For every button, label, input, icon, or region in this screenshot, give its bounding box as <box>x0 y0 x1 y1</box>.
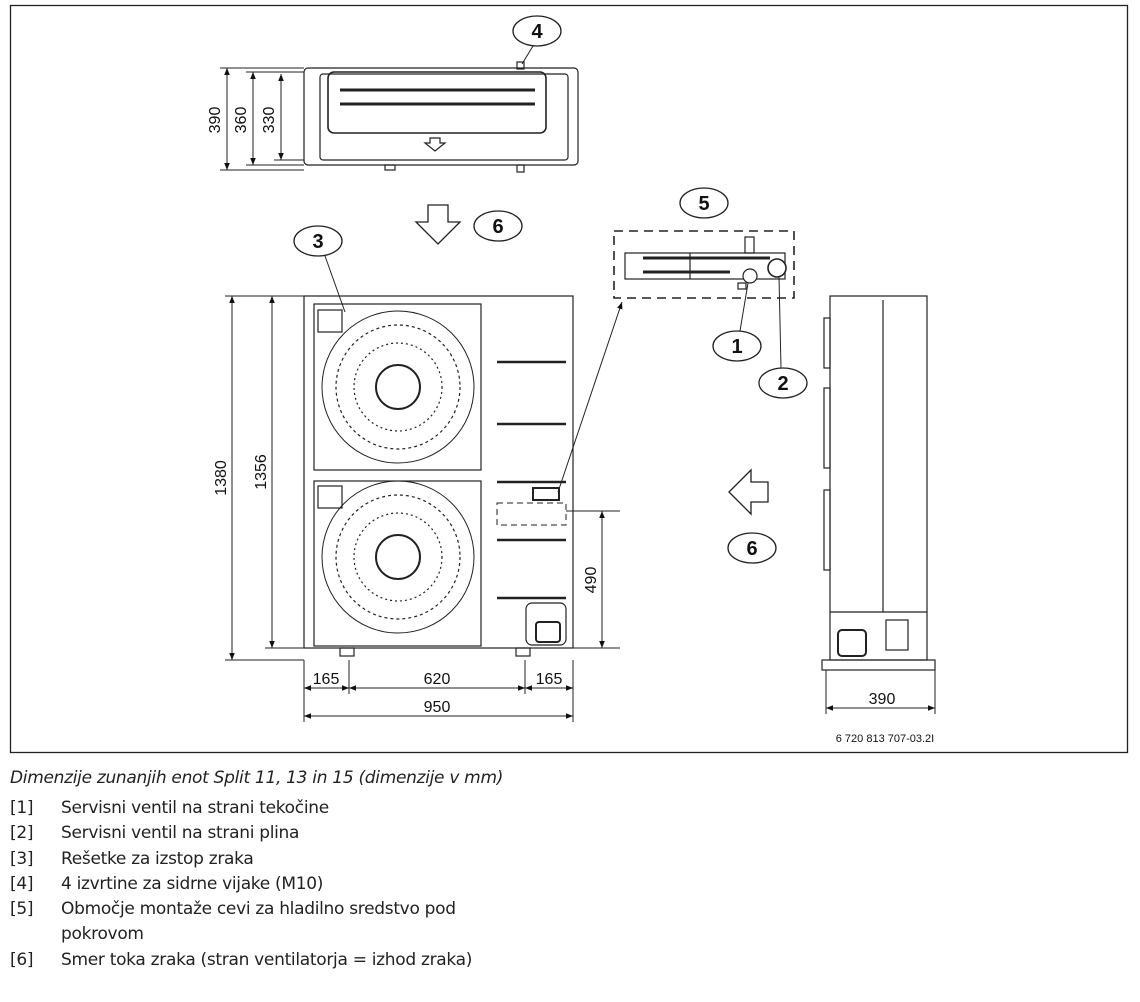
front-view <box>303 295 574 657</box>
legend-text: Območje montaže cevi za hladilno sredstv… <box>61 899 456 945</box>
dim-1380: 1380 <box>213 460 230 496</box>
legend-number: [6] <box>10 949 34 970</box>
airflow-arrow-left-icon <box>728 468 769 516</box>
legend-number: [5] <box>10 899 34 920</box>
legend-text: 4 izvrtine za sidrne vijake (M10) <box>61 873 324 894</box>
dim-390-top: 390 <box>207 107 224 134</box>
dim-360: 360 <box>233 107 250 134</box>
legend-item: [5] Območje montaže cevi za hladilno sred… <box>10 897 661 948</box>
pipe-area-marker <box>496 502 567 526</box>
legend-item: [3] Rešetke za izstop zraka <box>10 847 661 872</box>
dim-165-left: 165 <box>313 671 340 688</box>
callout-1: 1 <box>731 336 742 358</box>
legend-number: [1] <box>10 798 34 818</box>
legend-item: [6] Smer toka zraka (stran ventilatorja =… <box>10 948 661 973</box>
dim-165-right: 165 <box>536 671 563 688</box>
top-dimension-lines <box>220 67 304 171</box>
figure-caption: Dimenzije zunanjih enot Split 11, 13 in … <box>10 768 504 788</box>
legend-list: [1] Servisni ventil na strani tekočine [2… <box>10 796 661 973</box>
callout-6-side: 6 <box>746 538 757 560</box>
legend-text: Servisni ventil na strani tekočine <box>61 798 329 818</box>
dim-950: 950 <box>424 699 451 716</box>
legend-item: [1] Servisni ventil na strani tekočine <box>10 796 661 821</box>
legend-item: [2] Servisni ventil na strani plina <box>10 821 661 846</box>
dim-490: 490 <box>583 567 600 594</box>
legend-number: [3] <box>10 848 34 869</box>
side-view <box>821 295 936 671</box>
legend-text: Servisni ventil na strani plina <box>61 823 300 844</box>
legend-number: [2] <box>10 823 34 844</box>
pipe-area-detail-box <box>613 230 795 299</box>
legend-text: Smer toka zraka (stran ventilatorja = iz… <box>61 949 473 970</box>
valve-detail <box>624 236 787 290</box>
top-view <box>303 61 579 173</box>
front-dimension-lines <box>225 295 620 722</box>
legend-text: Rešetke za izstop zraka <box>61 848 254 869</box>
dim-1356: 1356 <box>253 454 270 490</box>
dim-390-side: 390 <box>869 691 896 708</box>
callout-4: 4 <box>531 21 543 43</box>
dim-620: 620 <box>424 671 451 688</box>
callout-6-top: 6 <box>492 216 503 238</box>
dim-330: 330 <box>261 107 278 134</box>
legend-item: [4] 4 izvrtine za sidrne vijake (M10) <box>10 872 661 897</box>
drawing-id: 6 720 813 707-03.2I <box>836 733 934 745</box>
legend-number: [4] <box>10 873 34 894</box>
callout-4-bubble <box>512 15 562 47</box>
callout-5: 5 <box>698 193 709 215</box>
airflow-arrow-down-icon <box>414 204 462 245</box>
dimension-drawing: 390 360 330 4 6 3 <box>9 4 1129 754</box>
callout-2: 2 <box>777 373 788 395</box>
figure-frame <box>9 4 1129 754</box>
callout-3: 3 <box>312 231 323 253</box>
